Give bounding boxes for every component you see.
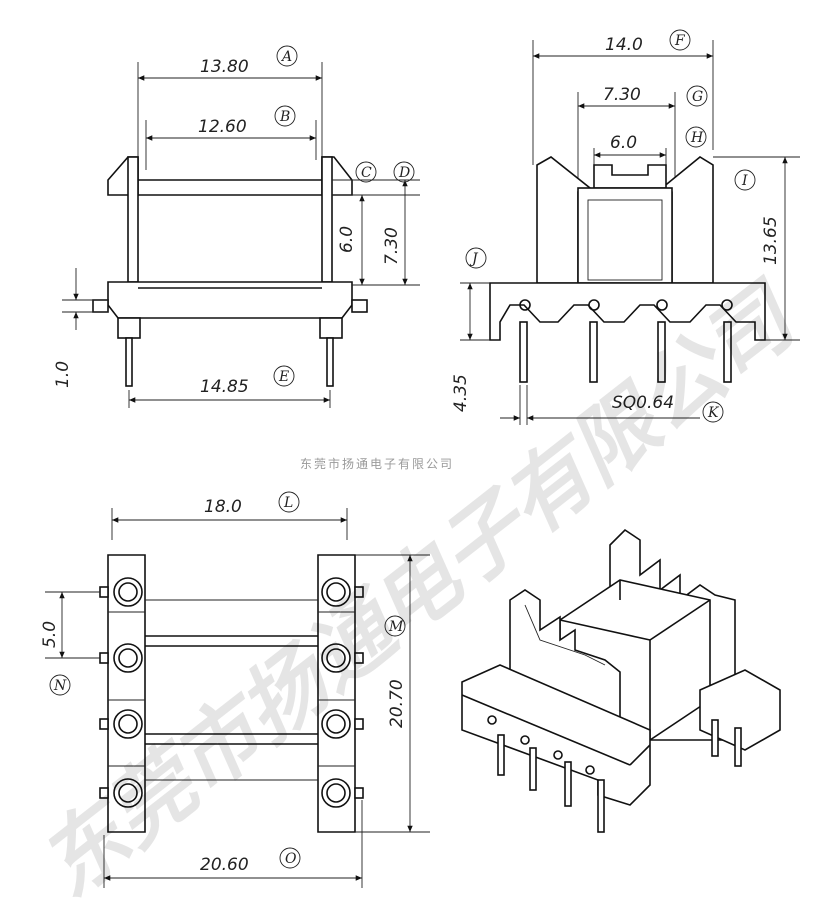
dim-L-value: 18.0 — [204, 497, 242, 517]
svg-text:L: L — [283, 495, 293, 511]
callout-E: E — [273, 365, 295, 387]
svg-text:M: M — [388, 619, 404, 635]
dim-I-value: 13.65 — [761, 216, 781, 265]
svg-text:H: H — [690, 130, 704, 146]
bottom-view — [45, 508, 430, 888]
callout-N: N — [49, 674, 71, 696]
dim-G-value: 7.30 — [603, 85, 641, 105]
callout-D: D — [393, 161, 415, 183]
svg-text:D: D — [398, 165, 410, 181]
dim-M-value: 20.70 — [387, 679, 407, 728]
callout-B: B — [274, 105, 296, 127]
dim-K-value: SQ0.64 — [612, 393, 674, 413]
dim-H-value: 6.0 — [610, 133, 637, 153]
dim-F-value: 14.0 — [605, 35, 643, 55]
svg-text:N: N — [53, 678, 67, 694]
svg-text:F: F — [674, 33, 686, 49]
dimension-labels: 13.80 12.60 14.85 14.0 7.30 6.0 SQ0.64 1… — [40, 35, 781, 875]
callout-K: K — [702, 401, 724, 423]
isometric-view — [461, 528, 781, 833]
svg-text:K: K — [707, 405, 720, 421]
company-name: 东莞市扬通电子有限公司 — [300, 456, 454, 471]
callout-F: F — [669, 29, 691, 51]
callout-J: J — [465, 247, 487, 269]
callout-letters: A B C D E F G H I J K L M N O — [49, 29, 756, 869]
dim-O-value: 20.60 — [200, 855, 249, 875]
svg-text:A: A — [280, 49, 292, 65]
svg-text:G: G — [692, 89, 703, 105]
svg-text:I: I — [741, 173, 748, 189]
svg-text:B: B — [279, 109, 290, 125]
svg-text:C: C — [361, 165, 372, 181]
dim-pin-dia-value: 1.0 — [53, 361, 73, 388]
callout-O: O — [279, 847, 301, 869]
dim-A-value: 13.80 — [200, 57, 249, 77]
svg-text:J: J — [469, 251, 479, 267]
dim-N-value: 5.0 — [40, 621, 60, 648]
callout-I: I — [734, 169, 756, 191]
callout-L: L — [278, 491, 300, 513]
callout-A: A — [276, 45, 298, 67]
dim-B-value: 12.60 — [198, 117, 247, 137]
dim-CD-big-value: 7.30 — [382, 227, 402, 265]
dim-CD-small-value: 6.0 — [337, 226, 357, 253]
dim-J-value: 4.35 — [451, 374, 471, 412]
dim-E-value: 14.85 — [200, 377, 249, 397]
callout-C: C — [355, 161, 377, 183]
side-view — [460, 40, 800, 425]
callout-G: G — [686, 85, 708, 107]
front-view — [62, 62, 420, 408]
svg-text:O: O — [285, 851, 297, 867]
callout-H: H — [685, 126, 707, 148]
svg-text:E: E — [278, 369, 289, 385]
callout-M: M — [384, 615, 406, 637]
